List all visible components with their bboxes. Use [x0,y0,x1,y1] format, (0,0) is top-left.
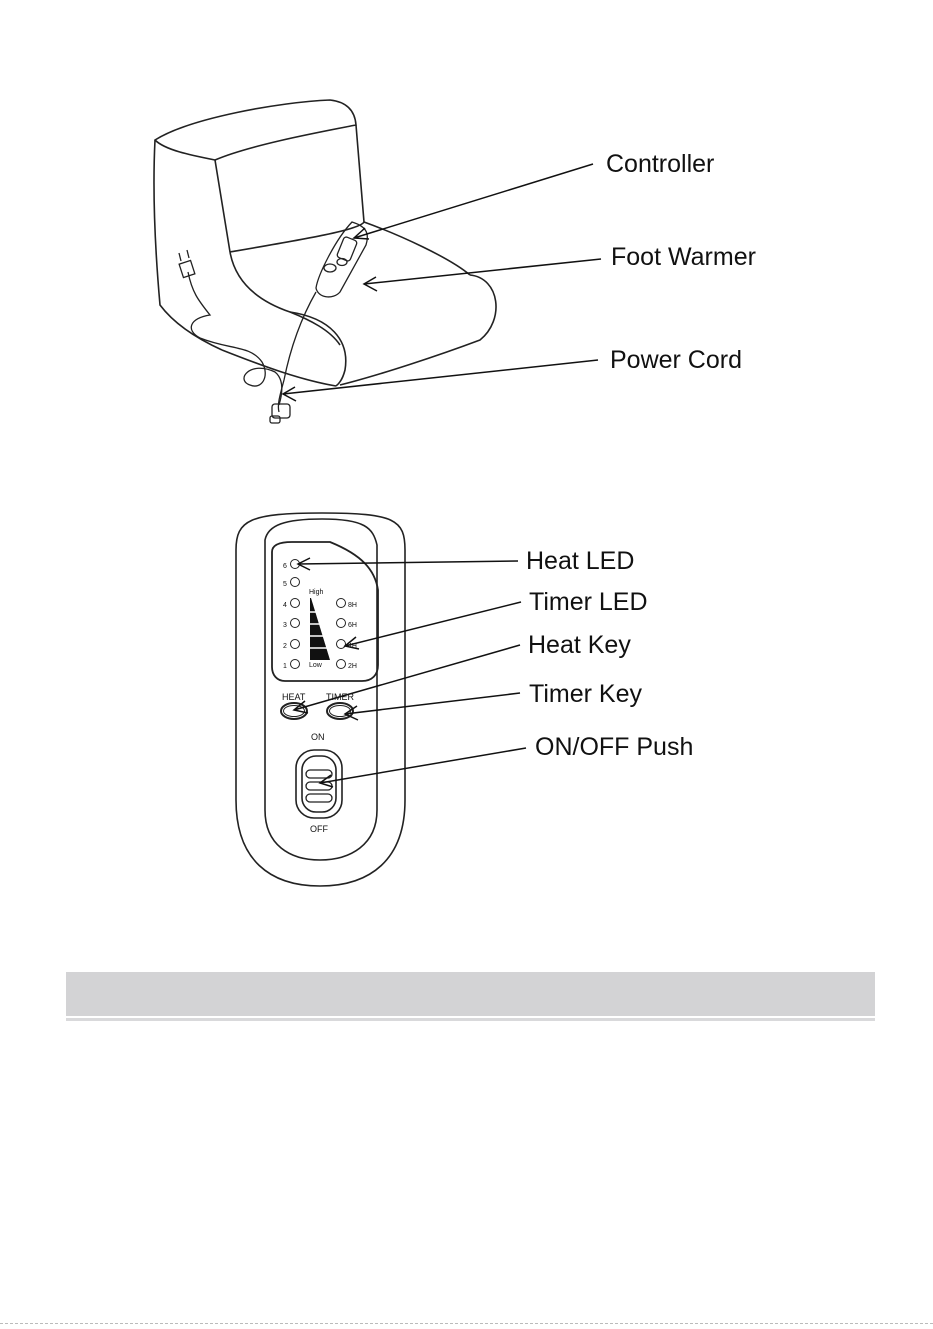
heat-button-label: HEAT [282,692,306,702]
foot-warmer-illustration [154,100,496,386]
scale-low-label: Low [309,662,323,669]
product-callout-arrows [283,164,601,401]
timer-led-4h [337,640,346,649]
heat-level-6: 6 [283,563,287,570]
timer-led-6h [337,619,346,628]
label-on-off-push: ON/OFF Push [535,733,693,761]
power-cord-illustration [179,250,316,423]
timer-level-8h: 8H [348,602,357,609]
label-foot-warmer: Foot Warmer [611,243,756,271]
controller-callout-arrows [294,558,526,787]
heat-led-3 [291,619,300,628]
label-timer-led: Timer LED [529,588,648,616]
label-power-cord: Power Cord [610,346,742,374]
switch-off-label: OFF [310,824,328,834]
section-divider [66,1018,875,1021]
heat-led-1 [291,660,300,669]
on-off-switch[interactable] [296,750,342,818]
label-timer-key: Timer Key [529,680,642,708]
label-heat-led: Heat LED [526,547,634,575]
scale-high-label: High [309,589,324,596]
label-controller: Controller [606,150,714,178]
switch-on-label: ON [311,732,325,742]
section-header-band [66,972,875,1016]
heat-led-4 [291,599,300,608]
timer-led-2h [337,660,346,669]
heat-level-2: 2 [283,643,287,650]
timer-level-2h: 2H [348,663,357,670]
heat-level-4: 4 [283,602,287,609]
heat-led-2 [291,640,300,649]
heat-level-3: 3 [283,622,287,629]
heat-level-5: 5 [283,581,287,588]
timer-level-6h: 6H [348,622,357,629]
heat-level-1: 1 [283,663,287,670]
label-heat-key: Heat Key [528,631,631,659]
heat-scale-wedge [310,598,330,660]
heat-led-5 [291,578,300,587]
timer-led-8h [337,599,346,608]
